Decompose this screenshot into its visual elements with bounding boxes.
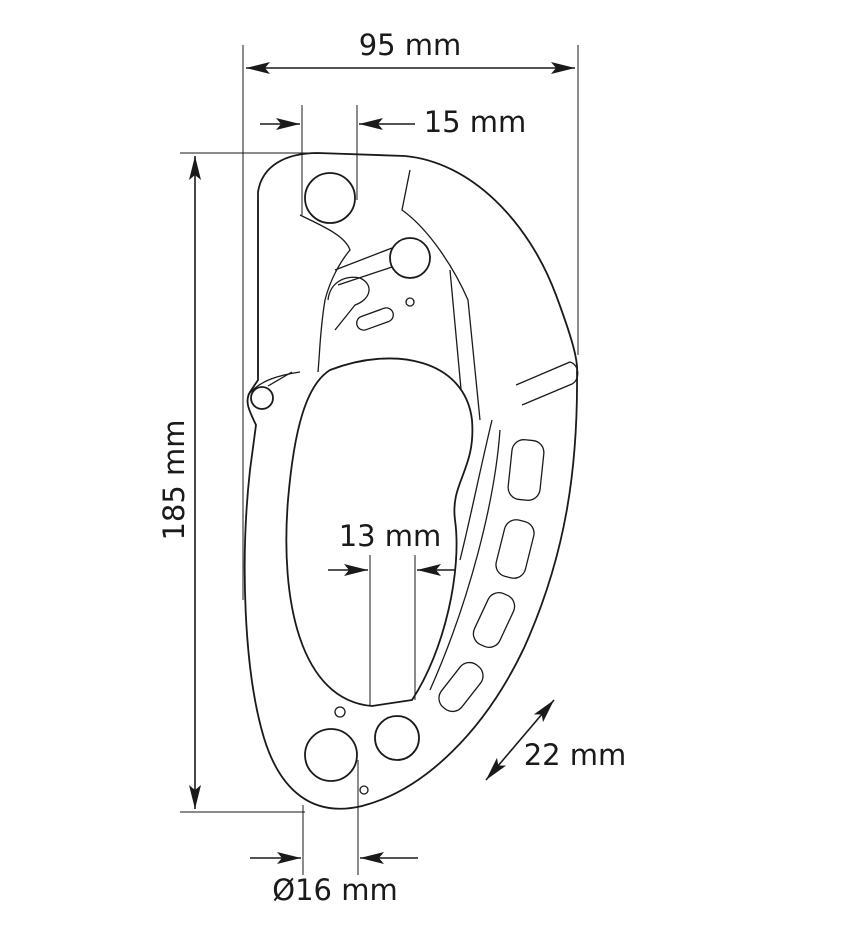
height-label: 185 mm bbox=[157, 419, 191, 540]
width-label: 95 mm bbox=[359, 28, 462, 62]
dimension-inner-gap: 13 mm bbox=[328, 519, 455, 705]
inner-gap-label: 13 mm bbox=[339, 519, 442, 553]
inner-opening bbox=[285, 357, 474, 707]
gate-top-label: 15 mm bbox=[424, 105, 527, 139]
dimension-height: 185 mm bbox=[157, 152, 315, 813]
handle-thickness-label: 22 mm bbox=[524, 738, 627, 772]
dimension-width: 95 mm bbox=[242, 28, 579, 600]
dimension-hole-diameter: Ø16 mm bbox=[250, 760, 418, 907]
holes bbox=[304, 172, 545, 795]
hole-diameter-label: Ø16 mm bbox=[272, 873, 397, 907]
dimension-handle-thickness: 22 mm bbox=[485, 699, 627, 781]
dimension-gate-top: 15 mm bbox=[260, 105, 526, 215]
